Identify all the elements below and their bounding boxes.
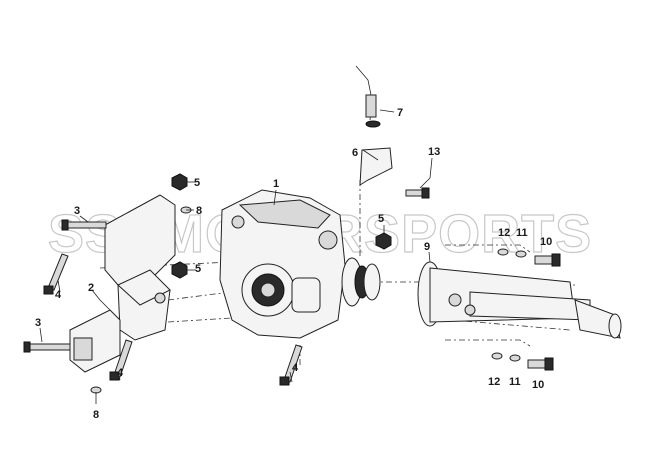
callout-6: 6 [352, 147, 358, 159]
callout-3: 3 [35, 317, 41, 329]
transmission-housing [219, 189, 346, 339]
callout-5: 5 [195, 263, 201, 275]
callout-10: 10 [532, 379, 544, 391]
sensor-7 [355, 65, 381, 128]
callout-13: 13 [428, 146, 440, 158]
callout-labels: 1 2 3 3 4 4 4 5 5 5 6 7 8 8 9 10 10 11 1… [35, 107, 552, 421]
bolts [23, 187, 561, 386]
callout-4: 4 [292, 362, 299, 374]
bracket-6 [359, 147, 393, 186]
driveshaft-assembly [417, 261, 622, 339]
callout-8: 8 [196, 205, 202, 217]
callout-2: 2 [88, 282, 94, 294]
callout-11: 11 [509, 376, 521, 388]
callout-1: 1 [273, 178, 279, 190]
output-flange [341, 257, 381, 307]
callout-12: 12 [498, 227, 510, 239]
callout-5: 5 [378, 213, 384, 225]
callout-11: 11 [516, 227, 528, 239]
callout-9: 9 [424, 241, 430, 253]
callout-7: 7 [397, 107, 403, 119]
leader-lines [39, 109, 433, 404]
callout-10: 10 [540, 236, 552, 248]
callout-8: 8 [93, 409, 99, 421]
washers [90, 206, 527, 394]
callout-4: 4 [55, 289, 62, 301]
callout-12: 12 [488, 376, 500, 388]
nuts [171, 173, 392, 279]
callout-5: 5 [194, 177, 200, 189]
callout-4: 4 [117, 367, 124, 379]
mounting-bracket [69, 194, 176, 373]
callout-3: 3 [74, 205, 80, 217]
